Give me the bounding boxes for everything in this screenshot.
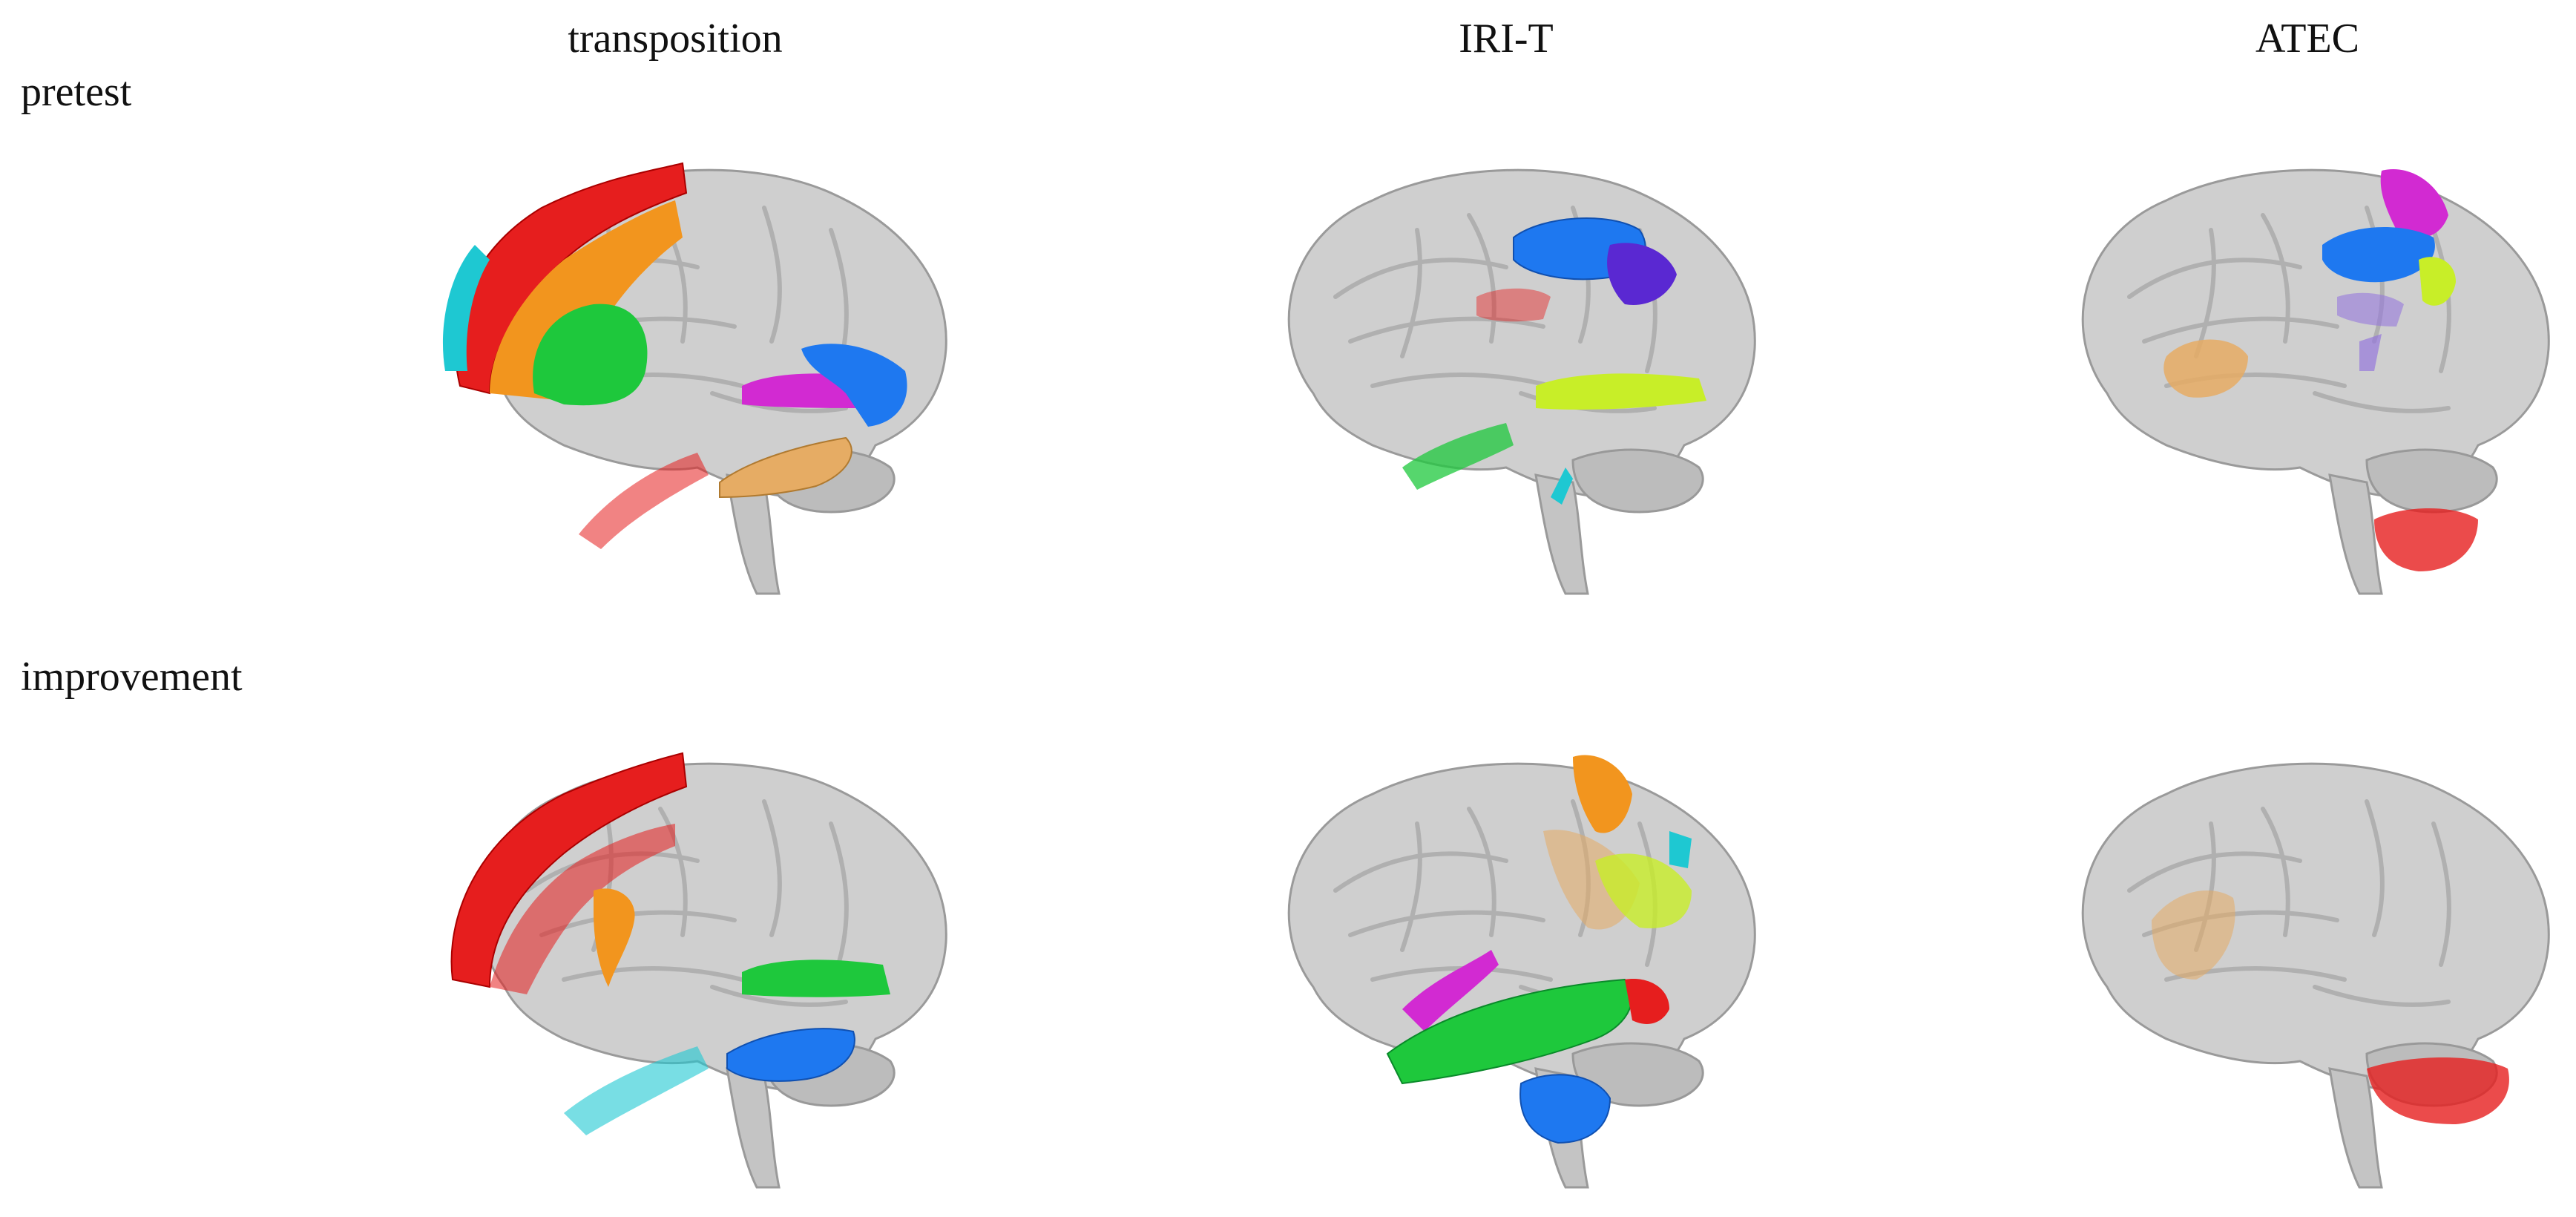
brain-improvement-transposition (415, 742, 994, 1217)
row-label-improvement: improvement (21, 654, 243, 700)
brain-pretest-iri-t (1224, 148, 1803, 623)
brain-improvement-atec (2018, 742, 2576, 1217)
column-label-iri-t: IRI-T (1459, 16, 1554, 62)
column-label-atec: ATEC (2255, 16, 2359, 62)
column-label-transposition: transposition (568, 16, 783, 62)
brain-pretest-atec (2018, 148, 2576, 623)
row-label-pretest: pretest (21, 69, 132, 115)
brain-pretest-transposition (415, 148, 994, 623)
brain-improvement-iri-t (1224, 742, 1803, 1217)
